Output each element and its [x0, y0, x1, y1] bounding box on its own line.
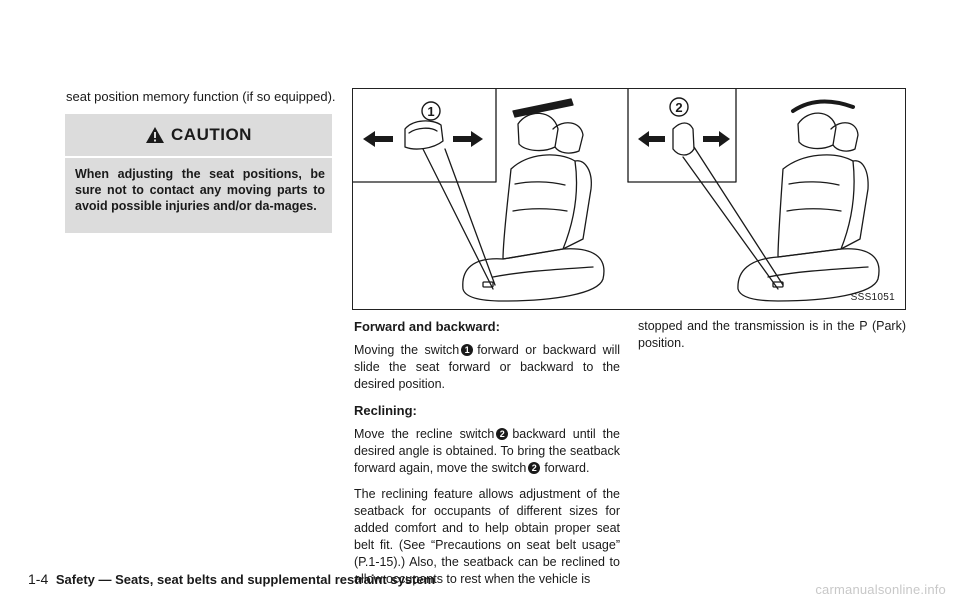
slide-switch-closeup — [404, 120, 444, 150]
text-column-right: stopped and the transmission is in the P… — [638, 318, 906, 361]
figure-code: SSS1051 — [850, 292, 895, 303]
callout-1-label: 1 — [427, 104, 434, 119]
reclining-heading: Reclining: — [354, 403, 417, 418]
seat-drawing-left — [462, 112, 605, 302]
seat-drawing-right — [737, 112, 880, 302]
caution-divider — [65, 156, 332, 158]
leader-line-2a — [682, 156, 779, 290]
page-number: 1-4 — [28, 571, 49, 587]
callout-2-label: 2 — [675, 100, 682, 115]
inset-border-left — [353, 89, 497, 183]
slide-direction-arrow — [512, 98, 574, 118]
watermark: carmanualsonline.info — [815, 582, 946, 597]
page-footer: 1-4 Safety — Seats, seat belts and suppl… — [28, 571, 435, 587]
arrow-left-icon — [363, 131, 393, 147]
switch-1-marker: 1 — [461, 344, 474, 356]
arrow-left-icon-2 — [638, 131, 665, 147]
leader-line-2b — [693, 146, 784, 286]
seat-adjustment-illustration: 1 2 SSS1051 — [352, 88, 906, 310]
forward-text-after: forward or backward will slide the seat … — [354, 343, 620, 391]
caution-box: CAUTION When adjusting the seat position… — [65, 114, 332, 233]
reclining-paragraph-2-continued: stopped and the transmission is in the P… — [638, 319, 906, 350]
forward-heading: Forward and backward: — [354, 319, 500, 334]
reclining-text-mid: backward until the desired angle is obta… — [354, 427, 620, 475]
recline-switch-closeup — [672, 122, 695, 156]
switch-2-marker-b: 2 — [528, 462, 541, 474]
leader-line-1b — [444, 148, 496, 286]
callout-2-circle — [669, 97, 689, 117]
reclining-text-before: Move the recline switch — [354, 427, 495, 441]
leader-line-1a — [422, 148, 494, 290]
arrow-right-icon — [453, 131, 483, 147]
caution-heading-row: CAUTION — [65, 125, 332, 145]
caution-text: When adjusting the seat positions, be su… — [75, 167, 325, 213]
recline-direction-arrow — [791, 99, 855, 113]
reclining-text-after: forward. — [544, 461, 590, 475]
forward-text-before: Moving the switch — [354, 343, 460, 357]
warning-icon — [146, 127, 165, 143]
seat-illustration-svg: 1 2 — [353, 89, 880, 302]
arrow-right-icon-2 — [703, 131, 730, 147]
switch-2-marker: 2 — [496, 428, 509, 440]
intro-text: seat position memory function (if so equ… — [66, 89, 336, 104]
reclining-paragraph-2: The reclining feature allows adjustment … — [354, 487, 620, 586]
callout-1-circle — [421, 101, 441, 121]
inset-border-right — [627, 89, 737, 183]
footer-section-title: Safety — Seats, seat belts and supplemen… — [55, 572, 436, 587]
caution-heading: CAUTION — [171, 125, 252, 144]
